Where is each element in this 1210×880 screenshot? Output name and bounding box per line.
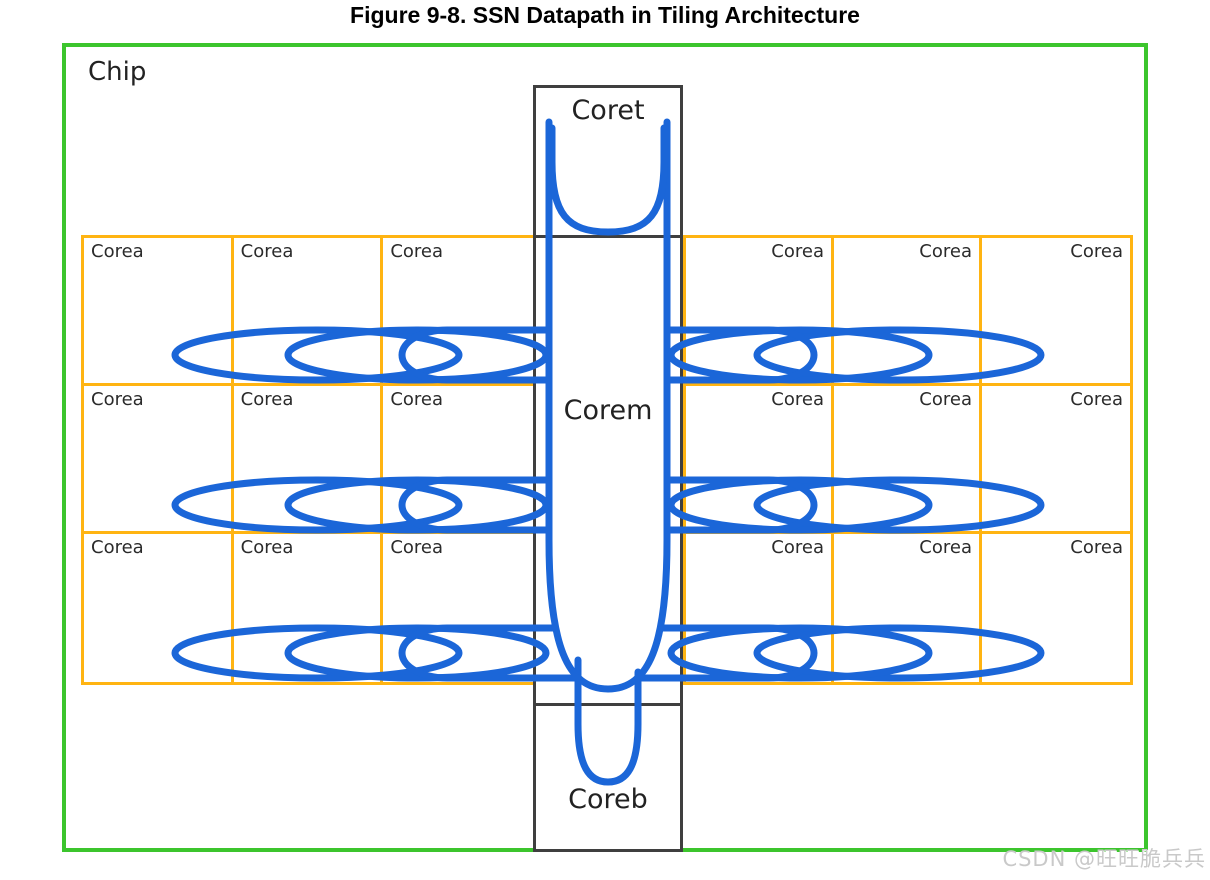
corem-column: Corem (533, 238, 683, 703)
corea-cell-label: Corea (919, 537, 972, 558)
corea-cell-label: Corea (240, 537, 294, 558)
corea-cell-label: Corea (919, 241, 972, 262)
corea-cell-label: Corea (1070, 537, 1123, 558)
corea-cell-label: Corea (91, 241, 144, 262)
corea-cell: Corea (982, 534, 1130, 682)
corea-cell: Corea (834, 238, 982, 386)
figure-title: Figure 9-8. SSN Datapath in Tiling Archi… (350, 2, 860, 28)
corea-cell: Corea (84, 534, 234, 682)
corea-cell-label: Corea (771, 537, 824, 558)
corea-cell-label: Corea (1070, 389, 1123, 410)
corem-label: Corem (563, 395, 653, 426)
corea-cell: Corea (383, 386, 533, 534)
corea-cell: Corea (834, 534, 982, 682)
corea-cell: Corea (686, 386, 834, 534)
corea-cell-label: Corea (390, 241, 444, 262)
coreb-label: Coreb (568, 784, 648, 815)
corea-cell-label: Corea (91, 389, 144, 410)
corea-cell: Corea (982, 238, 1130, 386)
corea-cell: Corea (686, 534, 834, 682)
corea-cell: Corea (834, 386, 982, 534)
corea-cell-label: Corea (1070, 241, 1123, 262)
watermark: CSDN @旺旺脆兵兵 (1002, 847, 1206, 871)
corea-cell: Corea (686, 238, 834, 386)
corea-cell-label: Corea (91, 537, 144, 558)
corea-cell: Corea (233, 238, 384, 386)
corea-cell-label: Corea (919, 389, 972, 410)
corea-cell: Corea (982, 386, 1130, 534)
corea-cell-label: Corea (390, 389, 444, 410)
corea-cell: Corea (233, 386, 384, 534)
corea-grid-left: Corea Corea Corea Corea Corea Corea Core… (81, 235, 536, 685)
corea-cell: Corea (84, 238, 234, 386)
corea-cell-label: Corea (240, 241, 294, 262)
corea-grid-right: Corea Corea Corea Corea Corea Corea Core… (683, 235, 1133, 685)
chip-label: Chip (88, 57, 147, 87)
coret-label: Coret (571, 95, 645, 126)
corea-cell-label: Corea (390, 537, 444, 558)
corea-cell: Corea (234, 534, 384, 682)
corea-cell: Corea (84, 386, 234, 534)
corea-cell-label: Corea (771, 389, 824, 410)
corea-cell-label: Corea (771, 241, 824, 262)
coret-box: Coret (533, 85, 683, 238)
corea-cell: Corea (383, 534, 533, 682)
corea-cell-label: Corea (240, 389, 294, 410)
coreb-box: Coreb (533, 703, 683, 852)
corea-cell: Corea (383, 238, 533, 386)
